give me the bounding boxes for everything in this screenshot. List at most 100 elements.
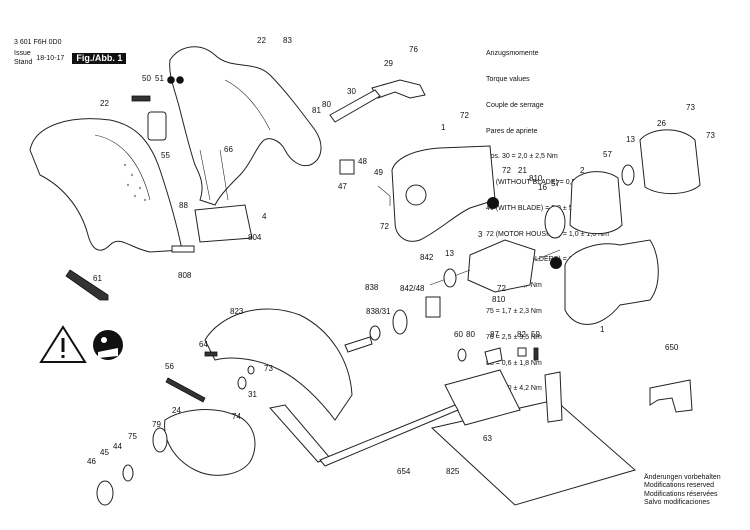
motor-cover	[639, 129, 701, 194]
callout: 51	[155, 74, 164, 83]
part-74	[237, 376, 247, 390]
callout: 61	[93, 274, 102, 283]
issue-date: 18-10-17	[36, 54, 65, 62]
callout: 825	[446, 467, 460, 476]
parallel-guide	[269, 404, 459, 467]
callout: a	[169, 76, 174, 85]
callout: 823	[230, 307, 244, 316]
callout: 3	[478, 230, 483, 239]
part-31	[247, 365, 255, 375]
callout: 13	[445, 249, 454, 258]
handle-half-right	[169, 46, 322, 206]
callout: 2	[580, 166, 585, 175]
torque-line: 72 (MOTOR HOUSING) = 1,0 ± 1,6 Nm	[486, 230, 609, 238]
callout: 88	[179, 201, 188, 210]
callout: 87	[490, 330, 499, 339]
callout: 808	[178, 271, 192, 280]
part-50	[131, 95, 151, 102]
armature	[429, 239, 561, 293]
callout: 24	[172, 406, 181, 415]
callout: 29	[384, 59, 393, 68]
spring-56	[165, 377, 206, 403]
motor-housing	[564, 239, 659, 325]
callout: 22	[257, 36, 266, 45]
callout: 804	[248, 233, 262, 242]
torque-line: Couple de serrage	[486, 101, 544, 109]
callout: 72	[502, 166, 511, 175]
callout: 810	[529, 174, 543, 183]
clutch-assembly	[344, 296, 441, 353]
lower-blade-guard	[164, 409, 256, 476]
callout: 21	[518, 166, 527, 175]
callout: 75	[128, 432, 137, 441]
callout: 842	[420, 253, 434, 262]
callout: 13	[626, 135, 635, 144]
torque-line: Anzugsmomente	[486, 50, 539, 58]
callout: 842/48	[400, 284, 425, 293]
callout: 73	[706, 131, 715, 140]
base-plate	[430, 369, 637, 506]
locking-lever	[329, 79, 426, 123]
callout: 55	[161, 151, 170, 160]
gear-housing	[391, 145, 496, 242]
callout: A	[490, 199, 496, 208]
part-number: 3 601 F6H 0D0	[14, 39, 62, 46]
callout: 1	[600, 325, 605, 334]
callout: 80	[322, 100, 331, 109]
figure-label: Fig./Abb. 1	[72, 52, 127, 64]
ring-79	[152, 427, 168, 453]
callout: 22	[100, 99, 109, 108]
part-808	[171, 245, 195, 253]
part-650	[649, 379, 693, 413]
callout: 63	[483, 434, 492, 443]
torque-line: Torque values	[486, 75, 530, 83]
callout: 66	[224, 145, 233, 154]
hex-key	[65, 269, 109, 301]
callout: 59	[531, 330, 540, 339]
warning-icon	[39, 325, 87, 363]
callout: 72	[497, 284, 506, 293]
footer-line: Änderungen vorbehalten	[644, 474, 721, 481]
callout: 31	[248, 390, 257, 399]
ring-57	[544, 205, 566, 239]
callout: 56	[165, 362, 174, 371]
callout: 49	[374, 168, 383, 177]
flange-45	[96, 480, 114, 506]
part-48	[339, 159, 355, 175]
electronics-module	[194, 149, 253, 243]
callout: 76	[409, 45, 418, 54]
callout: 46	[87, 457, 96, 466]
upper-blade-guard	[204, 308, 353, 421]
issue-label: Issue Stand	[14, 50, 33, 66]
callout: 4	[262, 212, 267, 221]
marker-a	[487, 197, 499, 209]
callout: 72	[460, 111, 469, 120]
part-82	[517, 347, 527, 357]
callout: 838	[365, 283, 379, 292]
callout: 72	[380, 222, 389, 231]
callout: 810	[492, 295, 506, 304]
callout: 650	[665, 343, 679, 352]
footer-line: Modifications reserved	[644, 482, 715, 490]
callout: 50	[142, 74, 151, 83]
callout: 73	[686, 103, 695, 112]
callout: 838/31	[366, 307, 391, 316]
callout: 74	[232, 412, 241, 421]
callout: 44	[113, 442, 122, 451]
callout: 64	[199, 340, 208, 349]
spring-49	[377, 185, 391, 206]
pin-64	[204, 351, 218, 357]
torque-line: Pos. 30 = 2,0 ± 2,5 Nm	[486, 153, 558, 161]
footer-notes: Änderungen vorbehalten Modifications res…	[644, 474, 721, 508]
bearing-13a	[621, 164, 635, 186]
torque-line: 75 = 1,7 ± 2,3 Nm	[486, 308, 542, 315]
callout: 60	[454, 330, 463, 339]
callout: 16	[538, 183, 547, 192]
callout: 57	[603, 150, 612, 159]
callout: 48	[358, 157, 367, 166]
motor-field	[569, 171, 623, 235]
knob-87	[484, 347, 503, 365]
marker-b	[550, 257, 562, 269]
washer-44	[122, 464, 134, 482]
